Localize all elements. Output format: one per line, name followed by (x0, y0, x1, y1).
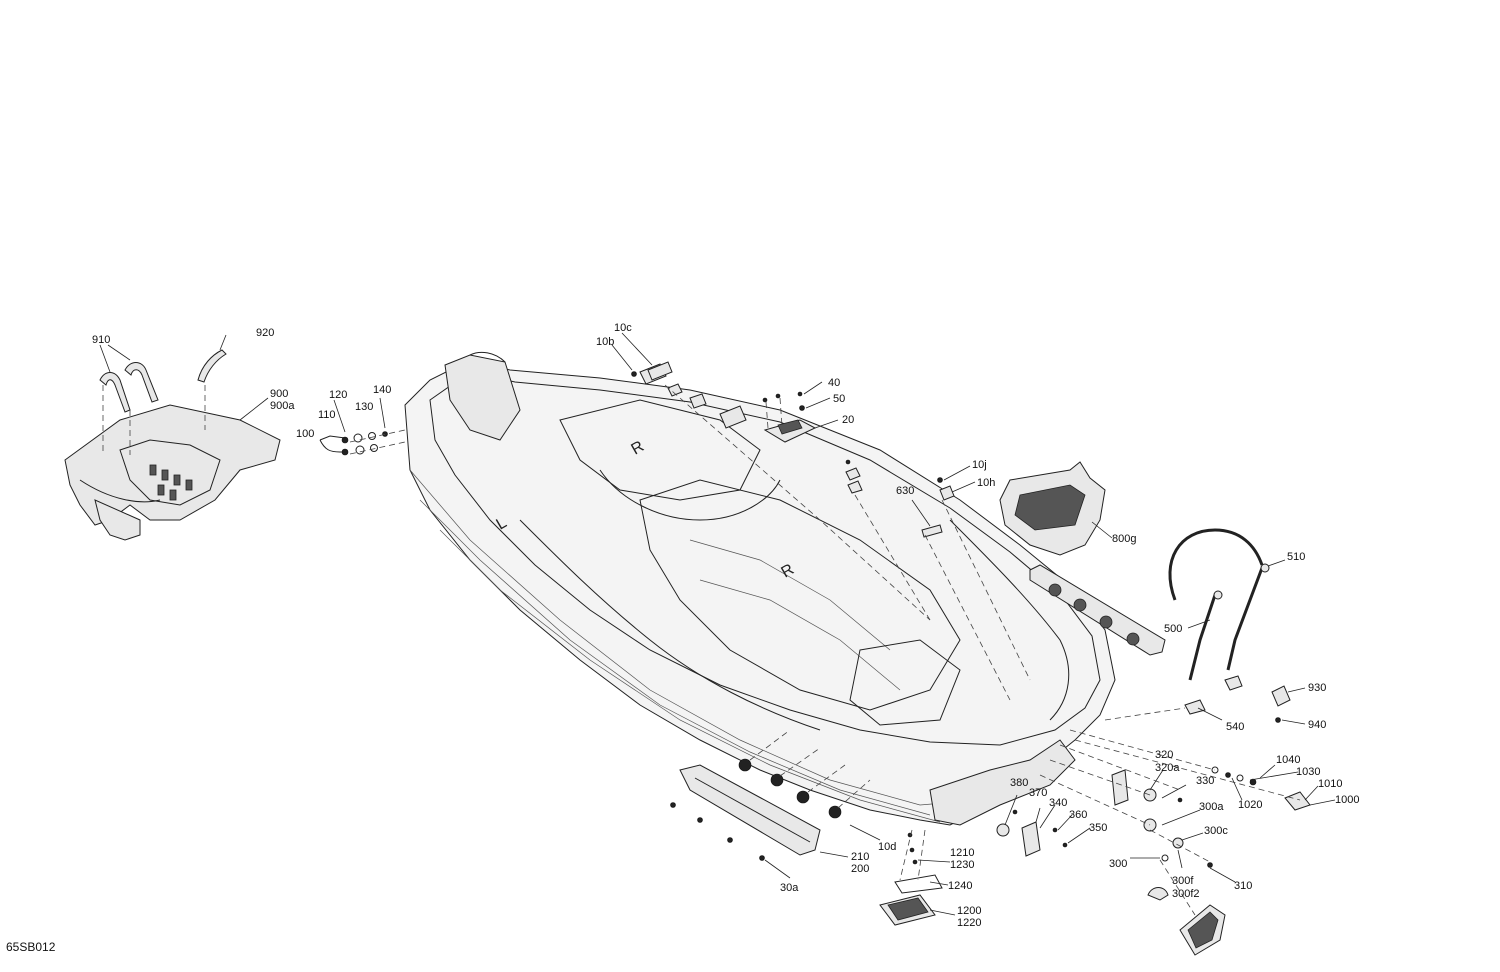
callout-1040: 1040 (1276, 754, 1301, 766)
hull-body: L R R (404, 351, 1116, 826)
storage-cover-800g (999, 461, 1113, 556)
seat-handle-assembly (64, 334, 281, 541)
callout-10h: 10h (977, 477, 996, 489)
callout-930: 930 (1308, 682, 1327, 694)
callout-320: 320 (1155, 749, 1174, 761)
callout-300f: 300f (1172, 875, 1194, 887)
callout-10c: 10c (614, 322, 632, 334)
callout-800g: 800g (1112, 533, 1137, 545)
callout-100: 100 (296, 428, 315, 440)
callout-1200: 1200 (957, 905, 982, 917)
callout-1030: 1030 (1296, 766, 1321, 778)
hose-assembly (1104, 528, 1286, 721)
callout-360: 360 (1069, 809, 1088, 821)
boarding-step (879, 829, 956, 926)
callout-130: 130 (355, 401, 374, 413)
callout-900a: 900a (270, 400, 295, 412)
callout-1230: 1230 (950, 859, 975, 871)
callout-1010: 1010 (1318, 778, 1343, 790)
callout-920: 920 (256, 327, 275, 339)
callout-630: 630 (896, 485, 915, 497)
callout-40: 40 (828, 377, 841, 389)
callout-140: 140 (373, 384, 392, 396)
callout-1000: 1000 (1335, 794, 1360, 806)
callout-540: 540 (1226, 721, 1245, 733)
fastener-stack-100 (319, 397, 406, 456)
callout-940: 940 (1308, 719, 1327, 731)
callout-120: 120 (329, 389, 348, 401)
diagram-reference-code: 65SB012 (6, 940, 56, 954)
callout-210: 210 (851, 851, 870, 863)
callout-300a: 300a (1199, 801, 1224, 813)
callout-1210: 1210 (950, 847, 975, 859)
callout-370: 370 (1029, 787, 1048, 799)
callout-300: 300 (1109, 858, 1128, 870)
callout-310: 310 (1234, 880, 1253, 892)
callout-500: 500 (1164, 623, 1183, 635)
callout-300c: 300c (1204, 825, 1228, 837)
callout-900: 900 (270, 388, 289, 400)
callout-50: 50 (833, 393, 846, 405)
callout-320a: 320a (1155, 762, 1180, 774)
callout-510: 510 (1287, 551, 1306, 563)
callout-340: 340 (1049, 797, 1068, 809)
callout-30a: 30a (780, 882, 799, 894)
callout-200: 200 (851, 863, 870, 875)
vent-930 (1271, 685, 1306, 725)
stern-parts (996, 729, 1336, 956)
callout-350: 350 (1089, 822, 1108, 834)
deck-grommets (611, 332, 931, 621)
callout-1220: 1220 (957, 917, 982, 929)
side-rail-left (670, 729, 881, 879)
side-rail-right (1029, 564, 1166, 656)
callout-300f2: 300f2 (1172, 888, 1200, 900)
callout-10d: 10d (878, 841, 897, 853)
callout-20: 20 (842, 414, 855, 426)
callout-10b: 10b (596, 336, 615, 348)
callout-380: 380 (1010, 777, 1029, 789)
mid-fasteners (845, 459, 1031, 701)
callout-1020: 1020 (1238, 799, 1263, 811)
callout-1240: 1240 (948, 880, 973, 892)
callout-910: 910 (92, 334, 111, 346)
callout-10j: 10j (972, 459, 987, 471)
callout-110: 110 (318, 409, 336, 421)
callout-330: 330 (1196, 775, 1215, 787)
